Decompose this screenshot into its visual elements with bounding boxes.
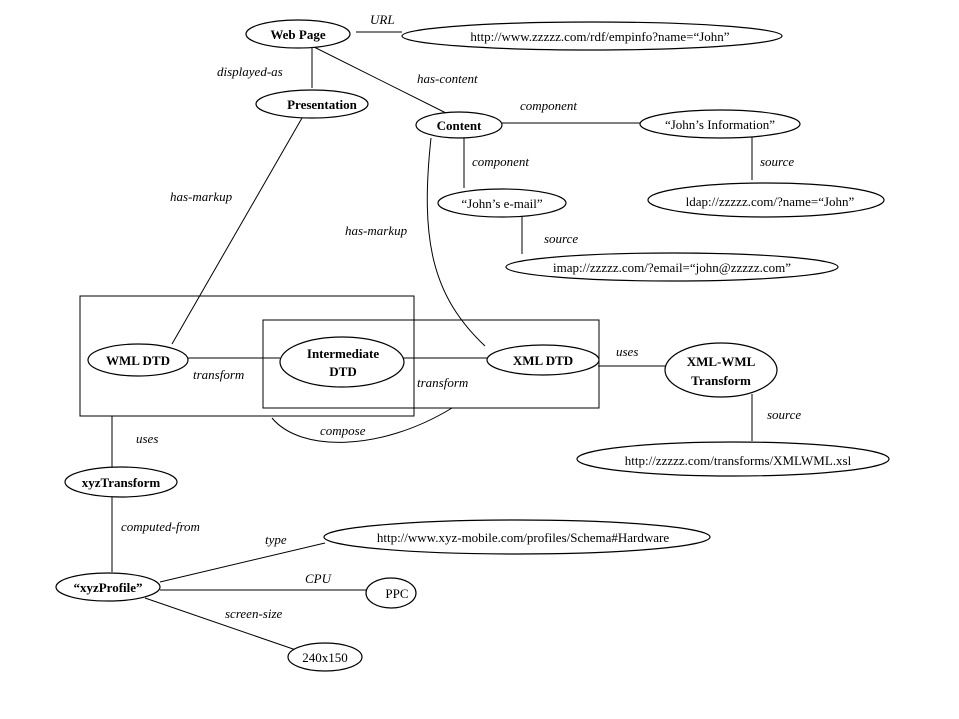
node-web-page xyxy=(245,19,351,49)
node-intermediate-dtd xyxy=(279,336,405,388)
edge-source-imap-label: source xyxy=(544,231,578,246)
edge-transform-xml-label: transform xyxy=(417,375,468,390)
edge-computed-from-label: computed-from xyxy=(121,519,200,534)
edge-transform-wml-label: transform xyxy=(193,367,244,382)
edge-labels: URL displayed-as has-content component c… xyxy=(121,12,801,621)
node-intermediate-dtd-label-2: DTD xyxy=(329,364,356,379)
node-labels: Web Page http://www.zzzzz.com/rdf/empinf… xyxy=(73,27,854,665)
edge-displayed-as-label: displayed-as xyxy=(217,64,283,79)
node-xml-wml-transform xyxy=(664,342,778,398)
edge-has-content xyxy=(311,45,449,115)
node-johns-information-label: “John’s Information” xyxy=(665,117,775,132)
node-ldap-source xyxy=(647,182,885,218)
node-presentation-label: Presentation xyxy=(287,97,358,112)
node-content xyxy=(415,111,503,139)
xml-group-box xyxy=(262,319,600,409)
node-xml-wml-transform-label-1: XML-WML xyxy=(687,354,756,369)
node-xyz-transform xyxy=(64,466,178,498)
node-schema-hardware-label: http://www.xyz-mobile.com/profiles/Schem… xyxy=(377,530,670,545)
node-johns-email xyxy=(437,188,567,218)
node-imap-source xyxy=(505,252,839,282)
edge-uses-xml-label: uses xyxy=(616,344,638,359)
edge-screen-size-label: screen-size xyxy=(225,606,283,621)
edge-has-content-label: has-content xyxy=(417,71,478,86)
node-presentation xyxy=(255,89,369,119)
node-240x150-label: 240x150 xyxy=(302,650,348,665)
edge-url-label: URL xyxy=(370,12,395,27)
node-schema-hardware xyxy=(323,519,711,555)
node-xyz-profile xyxy=(55,572,161,602)
node-url-value-label: http://www.zzzzz.com/rdf/empinfo?name=“J… xyxy=(470,29,729,44)
edge-type xyxy=(159,542,326,583)
edge-has-markup-presentation-label: has-markup xyxy=(170,189,233,204)
node-ppc-label: PPC xyxy=(385,586,408,601)
node-url-value xyxy=(401,21,783,51)
wml-group-box xyxy=(79,295,415,417)
node-web-page-label: Web Page xyxy=(270,27,325,42)
node-johns-information xyxy=(639,109,801,139)
node-xml-dtd xyxy=(486,344,600,376)
node-xml-dtd-label: XML DTD xyxy=(513,353,573,368)
node-imap-source-label: imap://zzzzz.com/?email=“john@zzzzz.com” xyxy=(553,260,791,275)
edge-uses-wml-label: uses xyxy=(136,431,158,446)
node-ldap-source-label: ldap://zzzzz.com/?name=“John” xyxy=(686,194,855,209)
node-intermediate-dtd-label-1: Intermediate xyxy=(307,346,379,361)
node-wml-dtd xyxy=(87,343,189,377)
edge-component-email-label: component xyxy=(472,154,529,169)
edge-has-markup-content-label: has-markup xyxy=(345,223,408,238)
edge-compose xyxy=(271,407,453,443)
edge-component-info-label: component xyxy=(520,98,577,113)
node-xyz-profile-label: “xyzProfile” xyxy=(73,580,142,595)
node-wml-dtd-label: WML DTD xyxy=(106,353,170,368)
nodes xyxy=(55,19,890,672)
edge-has-markup-presentation xyxy=(171,117,303,345)
node-xml-wml-transform-label-2: Transform xyxy=(691,373,751,388)
edge-compose-label: compose xyxy=(320,423,366,438)
edge-source-xsl-label: source xyxy=(767,407,801,422)
edge-type-label: type xyxy=(265,532,287,547)
edge-source-ldap-label: source xyxy=(760,154,794,169)
node-ppc xyxy=(365,577,417,609)
edge-screen-size xyxy=(144,597,297,651)
edge-has-markup-content xyxy=(426,137,486,347)
node-xsl-source-label: http://zzzzz.com/transforms/XMLWML.xsl xyxy=(625,453,852,468)
node-content-label: Content xyxy=(437,118,482,133)
node-xsl-source xyxy=(576,441,890,477)
grouping-boxes xyxy=(79,295,600,417)
node-johns-email-label: “John’s e-mail” xyxy=(461,196,542,211)
edge-cpu-label: CPU xyxy=(305,571,333,586)
node-240x150 xyxy=(287,642,363,672)
node-xyz-transform-label: xyzTransform xyxy=(82,475,161,490)
edges xyxy=(111,31,753,651)
